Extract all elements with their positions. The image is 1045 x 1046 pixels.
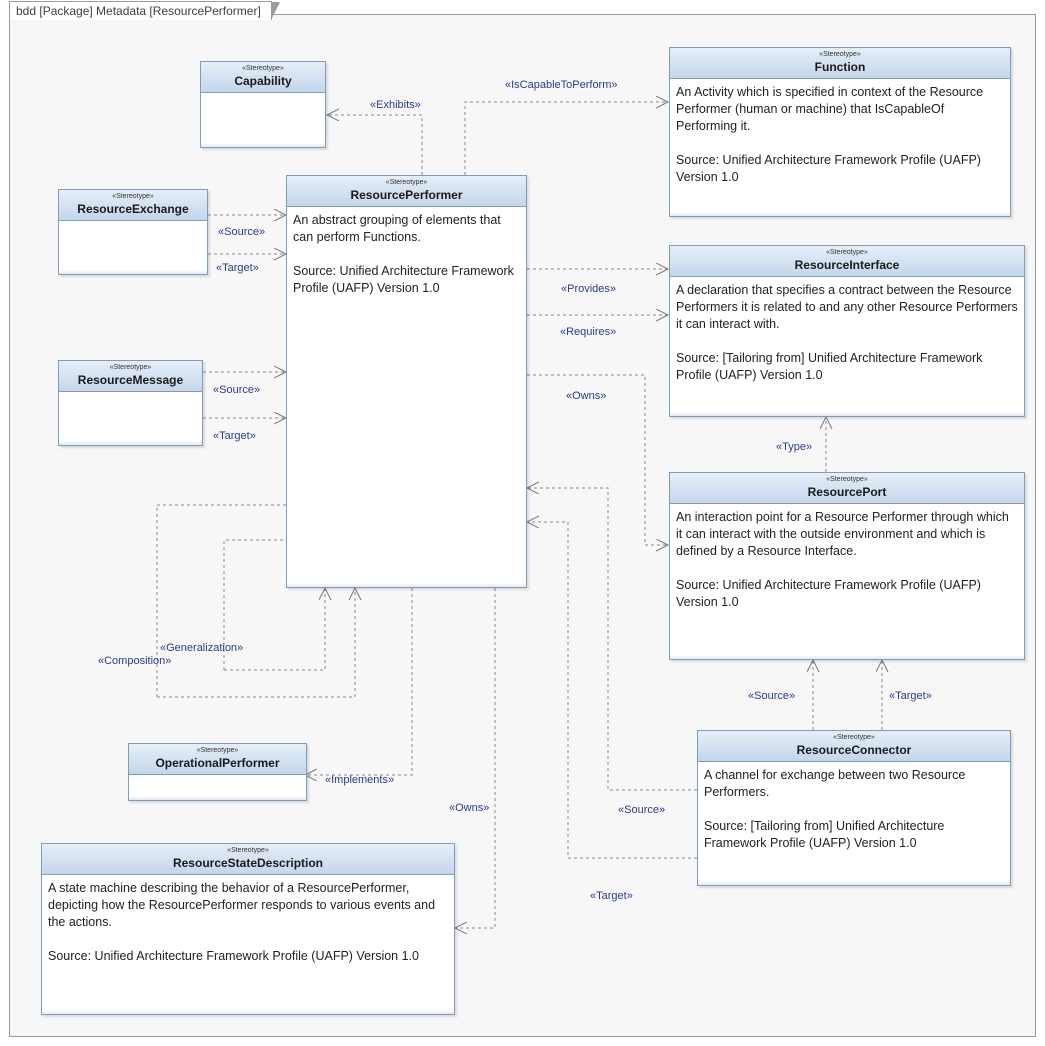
type-label: «Type»	[776, 441, 813, 453]
connector-target-label: «Target»	[590, 890, 633, 902]
implements-connector	[305, 588, 413, 775]
resource-port-block[interactable]: «Stereotype» ResourcePort An interaction …	[669, 472, 1025, 660]
composition-connector	[156, 504, 355, 698]
block-description: An Activity which is specified in contex…	[676, 85, 984, 184]
owns-port-label: «Owns»	[566, 390, 607, 402]
resource-connector-block[interactable]: «Stereotype» ResourceConnector A channel …	[697, 730, 1011, 886]
implements-label: «Implements»	[325, 774, 395, 786]
stereotype-keyword: «Stereotype»	[826, 249, 868, 256]
exhibits-connector	[327, 115, 423, 175]
block-name: OperationalPerformer	[155, 756, 280, 770]
stereotype-keyword: «Stereotype»	[242, 65, 284, 72]
provides-label: «Provides»	[561, 283, 617, 295]
resource-exchange-block[interactable]: «Stereotype» ResourceExchange	[58, 189, 208, 275]
is-capable-to-perform-connector	[464, 102, 668, 175]
connector-target-connector	[527, 522, 697, 859]
port-source-label: «Source»	[748, 690, 796, 702]
composition-label: «Composition»	[98, 655, 172, 667]
resource-performer-block[interactable]: «Stereotype» ResourcePerformer An abstrac…	[286, 175, 527, 588]
stereotype-keyword: «Stereotype»	[196, 747, 239, 754]
connector-source-connector	[527, 488, 697, 791]
stereotype-keyword: «Stereotype»	[109, 364, 152, 371]
block-description: A declaration that specifies a contract …	[676, 283, 1018, 382]
stereotype-keyword: «Stereotype»	[819, 51, 861, 58]
block-name: ResourceExchange	[77, 202, 189, 216]
message-target-label: «Target»	[213, 430, 256, 442]
stereotype-keyword: «Stereotype»	[227, 847, 269, 854]
block-description: An interaction point for a Resource Perf…	[676, 510, 1009, 609]
block-name: ResourcePerformer	[350, 188, 463, 202]
generalization-connector	[223, 539, 325, 671]
block-name: ResourcePort	[807, 485, 887, 499]
operational-performer-block[interactable]: «Stereotype» OperationalPerformer	[128, 743, 307, 801]
exhibits-label: «Exhibits»	[370, 99, 421, 111]
block-name: Capability	[234, 74, 292, 88]
block-name: Function	[814, 60, 866, 74]
block-name: ResourceStateDescription	[172, 856, 324, 870]
stereotype-keyword: «Stereotype»	[833, 734, 875, 741]
owns-state-connector	[455, 588, 496, 928]
port-target-label: «Target»	[889, 690, 932, 702]
owns-state-label: «Owns»	[449, 802, 490, 814]
message-source-label: «Source»	[213, 384, 261, 396]
diagram-frame-title: bdd [Package] Metadata [ResourcePerforme…	[9, 1, 280, 20]
block-description: A channel for exchange between two Resou…	[704, 768, 966, 850]
resource-state-description-block[interactable]: «Stereotype» ResourceStateDescription A s…	[41, 843, 455, 1015]
generalization-label: «Generalization»	[160, 642, 244, 654]
connector-source-label: «Source»	[618, 804, 666, 816]
stereotype-keyword: «Stereotype»	[826, 476, 868, 483]
resource-interface-block[interactable]: «Stereotype» ResourceInterface A declarat…	[669, 245, 1025, 417]
stereotype-keyword: «Stereotype»	[385, 179, 428, 186]
block-name: ResourceMessage	[77, 373, 184, 387]
block-description: An abstract grouping of elements that ca…	[293, 213, 514, 295]
capability-block[interactable]: «Stereotype» Capability	[200, 61, 326, 148]
resource-message-block[interactable]: «Stereotype» ResourceMessage	[58, 360, 203, 446]
requires-label: «Requires»	[560, 326, 617, 338]
exchange-source-label: «Source»	[218, 226, 266, 238]
block-name: ResourceConnector	[796, 743, 912, 757]
is-capable-to-perform-label: «IsCapableToPerform»	[505, 79, 618, 91]
stereotype-keyword: «Stereotype»	[112, 193, 154, 200]
block-description: A state machine describing the behavior …	[48, 881, 436, 963]
block-name: ResourceInterface	[794, 258, 900, 272]
function-block[interactable]: «Stereotype» Function An Activity which i…	[669, 47, 1011, 217]
exchange-target-label: «Target»	[216, 262, 259, 274]
